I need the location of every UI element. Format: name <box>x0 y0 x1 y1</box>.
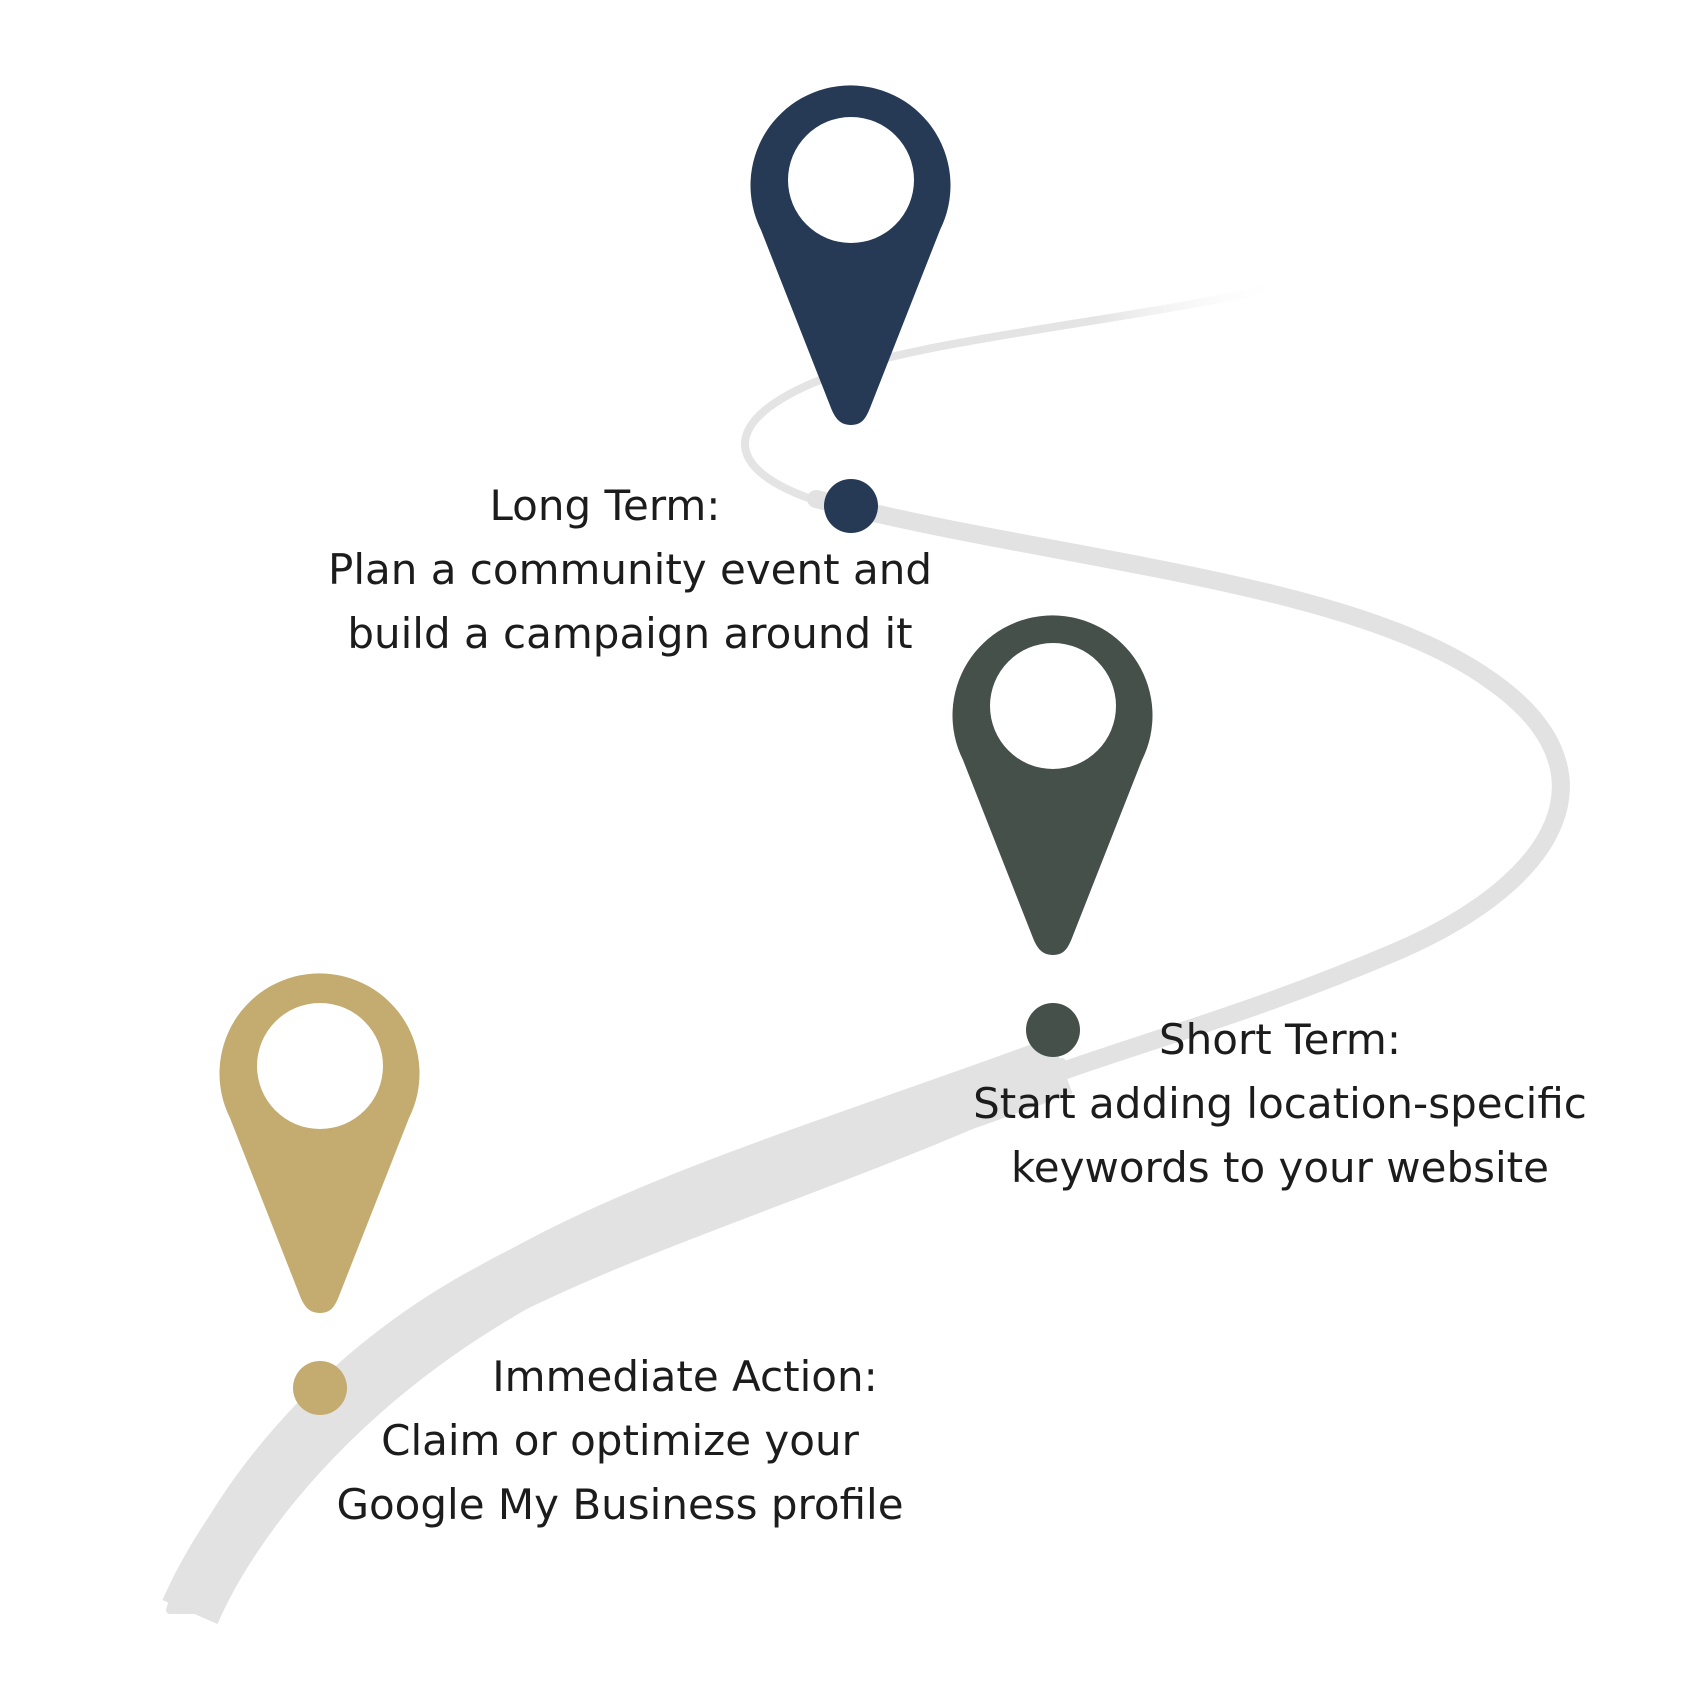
road <box>162 279 1570 1625</box>
milestone-label-long-term: Long Term: Plan a community event and bu… <box>270 474 990 666</box>
milestone-heading: Immediate Action: <box>492 1352 878 1401</box>
map-pin-icon <box>952 615 1153 955</box>
milestone-description-line: Plan a community event and <box>328 545 932 594</box>
milestone-heading: Long Term: <box>489 481 721 530</box>
pin-short-term <box>952 615 1153 1057</box>
milestone-description-line: Claim or optimize your <box>381 1416 859 1465</box>
milestone-label-short-term: Short Term: Start adding location-specif… <box>890 1008 1670 1200</box>
milestone-description-line: build a campaign around it <box>347 609 913 658</box>
milestone-description-line: Start adding location-specific <box>973 1079 1587 1128</box>
milestone-description-line: keywords to your website <box>1010 1143 1549 1192</box>
milestone-heading: Short Term: <box>1158 1015 1401 1064</box>
milestone-dot-long-term <box>824 479 878 533</box>
milestone-label-immediate-action: Immediate Action: Claim or optimize your… <box>260 1345 980 1537</box>
road-lower-curve <box>162 1036 1073 1625</box>
milestone-dot-short-term <box>1026 1003 1080 1057</box>
road-upper-curve <box>807 490 1570 1081</box>
milestone-description-line: Google My Business profile <box>336 1480 904 1529</box>
map-pin-icon <box>750 85 951 426</box>
pin-long-term <box>750 85 951 533</box>
milestone-dot-immediate-action <box>293 1361 347 1415</box>
pin-immediate-action <box>219 973 420 1415</box>
map-pin-icon <box>219 973 420 1313</box>
